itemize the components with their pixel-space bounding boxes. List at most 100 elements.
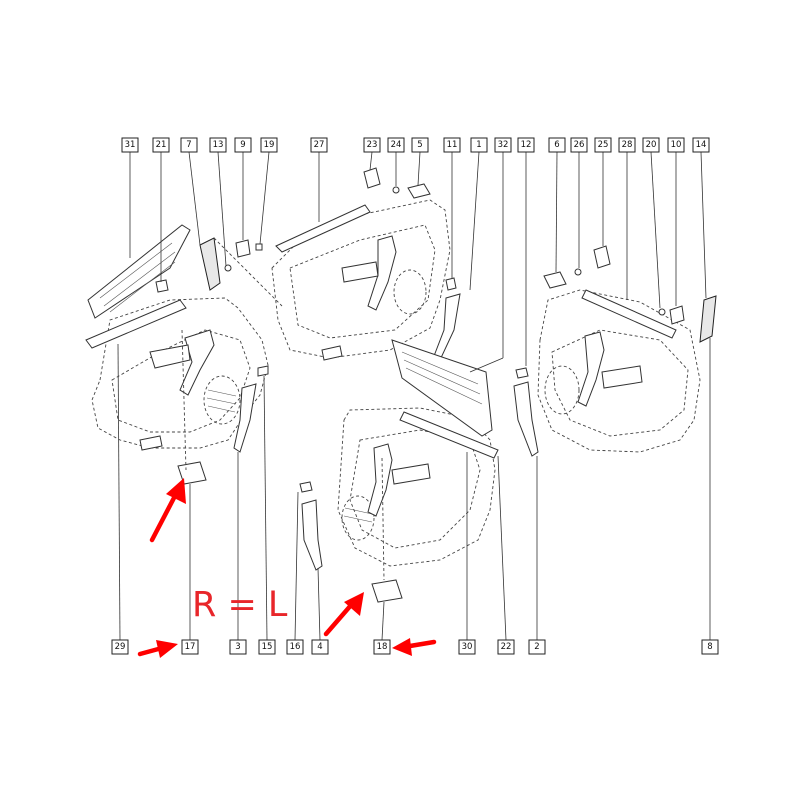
- svg-text:31: 31: [125, 140, 136, 150]
- left-window-switch: [177, 461, 207, 485]
- center-bottom-pull-handle: [391, 463, 431, 485]
- callout-4: 4: [311, 639, 329, 655]
- center-bottom-door-pull-trim: [301, 499, 323, 571]
- svg-text:19: 19: [264, 140, 275, 150]
- callout-20: 20: [642, 137, 660, 153]
- callout-3: 3: [229, 639, 247, 655]
- svg-text:18: 18: [377, 642, 388, 652]
- callout-26: 26: [570, 137, 588, 153]
- svg-text:16: 16: [290, 642, 301, 652]
- callout-7: 7: [180, 137, 198, 153]
- right-bracket-25: [593, 245, 611, 269]
- svg-text:20: 20: [646, 140, 657, 150]
- svg-text:26: 26: [574, 140, 585, 150]
- svg-text:13: 13: [213, 140, 224, 150]
- center-top-speaker: [393, 269, 427, 315]
- left-clip: [224, 264, 232, 272]
- left-screw: [255, 243, 263, 251]
- center-top-bracket-23: [363, 167, 381, 189]
- callout-14: 14: [692, 137, 710, 153]
- svg-text:4: 4: [317, 642, 322, 652]
- right-tweeter: [543, 271, 567, 289]
- left-door-pull-trim: [233, 383, 257, 453]
- right-door-outline: [537, 289, 701, 453]
- callouts-top: 31 21 7 13 9 19 27 23 24 5 11 1 32 12 6 …: [121, 137, 710, 153]
- callout-1: 1: [470, 137, 488, 153]
- callout-22: 22: [497, 639, 515, 655]
- left-screw-15: [257, 365, 269, 377]
- callout-10: 10: [667, 137, 685, 153]
- callout-15: 15: [258, 639, 276, 655]
- callout-16: 16: [286, 639, 304, 655]
- callout-5: 5: [411, 137, 429, 153]
- center-bottom-screw-16: [299, 481, 313, 493]
- svg-text:14: 14: [696, 140, 707, 150]
- center-bottom-door-outline: [337, 407, 496, 567]
- right-clip-20: [658, 308, 666, 316]
- svg-text:30: 30: [462, 642, 473, 652]
- center-top-door-assembly: [271, 167, 461, 361]
- right-door-assembly: [513, 245, 717, 457]
- callout-27: 27: [310, 137, 328, 153]
- left-trim-strip: [85, 299, 187, 349]
- left-assembly-line: [181, 329, 187, 471]
- left-door-assembly: [85, 224, 283, 485]
- left-armrest: [179, 329, 215, 396]
- callout-12: 12: [517, 137, 535, 153]
- arrow-left-18: [392, 638, 437, 656]
- svg-text:6: 6: [554, 140, 559, 150]
- svg-text:7: 7: [186, 140, 191, 150]
- center-top-tweeter-5: [407, 183, 431, 199]
- callout-32: 32: [494, 137, 512, 153]
- left-door-outline: [91, 297, 269, 449]
- callout-31: 31: [121, 137, 139, 153]
- callout-19: 19: [260, 137, 278, 153]
- svg-text:3: 3: [235, 642, 240, 652]
- center-bottom-speaker: [341, 495, 375, 541]
- center-bottom-armrest: [367, 443, 393, 517]
- callout-24: 24: [387, 137, 405, 153]
- callout-21: 21: [152, 137, 170, 153]
- red-annotations: R = L: [137, 478, 437, 658]
- left-door-inner: [111, 329, 251, 433]
- callout-25: 25: [594, 137, 612, 153]
- right-screw-12: [515, 367, 529, 379]
- arrow-right-17: [137, 640, 178, 658]
- arrow-up-right-center: [323, 592, 364, 637]
- center-bottom-door-inner: [349, 429, 481, 549]
- callout-17: 17: [181, 639, 199, 655]
- left-pull-handle: [149, 344, 191, 369]
- left-sunblind: [87, 224, 191, 319]
- note-r-equals-l: R = L: [192, 585, 288, 625]
- arrow-up-right-left: [149, 478, 186, 543]
- svg-text:12: 12: [521, 140, 532, 150]
- right-trim-strip: [581, 289, 677, 339]
- callout-29: 29: [111, 639, 129, 655]
- left-pillar-trim: [199, 237, 221, 291]
- left-speaker: [203, 375, 241, 425]
- svg-text:17: 17: [185, 642, 196, 652]
- svg-text:10: 10: [671, 140, 682, 150]
- right-pillar-trim: [699, 295, 717, 343]
- center-bottom-window-switch: [371, 579, 403, 603]
- callout-2: 2: [528, 639, 546, 655]
- svg-text:29: 29: [115, 642, 126, 652]
- svg-text:8: 8: [707, 642, 712, 652]
- callout-30: 30: [458, 639, 476, 655]
- callout-11: 11: [443, 137, 461, 153]
- center-bottom-trim-strip: [399, 411, 499, 459]
- svg-text:9: 9: [240, 140, 245, 150]
- svg-text:2: 2: [534, 642, 539, 652]
- center-bottom-door-assembly: [299, 339, 499, 603]
- center-bottom-assembly-line: [381, 457, 385, 581]
- center-bottom-sunblind: [391, 339, 493, 437]
- right-screw-26: [574, 268, 582, 276]
- svg-text:23: 23: [367, 140, 378, 150]
- center-top-door-pull-trim-1: [433, 293, 461, 361]
- left-clip-21: [155, 279, 169, 293]
- svg-text:21: 21: [156, 140, 167, 150]
- svg-text:24: 24: [391, 140, 402, 150]
- center-top-screw-11: [445, 277, 457, 291]
- callout-18: 18: [373, 639, 391, 655]
